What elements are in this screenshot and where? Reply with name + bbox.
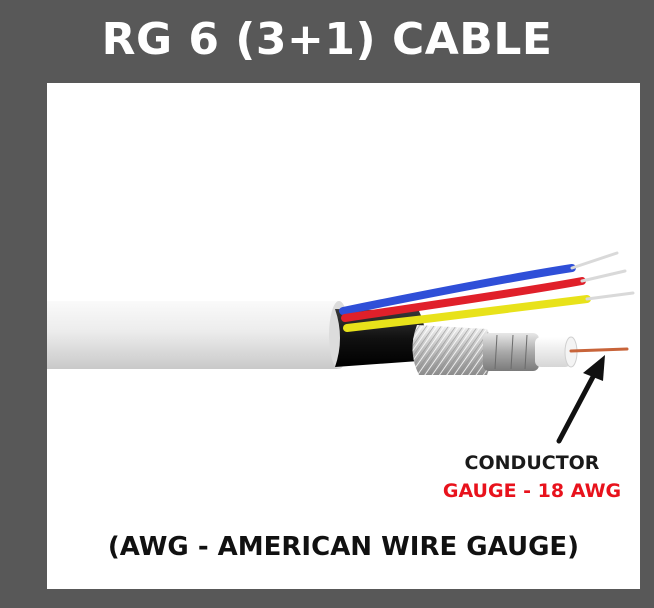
- foil-shield: [483, 333, 539, 371]
- dielectric: [535, 336, 578, 368]
- awg-footnote: (AWG - AMERICAN WIRE GAUGE): [107, 532, 580, 562]
- conductor-label: CONDUCTOR: [464, 452, 600, 474]
- gauge-label: GAUGE - 18 AWG: [442, 480, 622, 502]
- red-wire: [341, 269, 627, 322]
- pointer-arrow: [556, 355, 605, 444]
- diagram-panel: CONDUCTOR GAUGE - 18 AWG (AWG - AMERICAN…: [47, 83, 640, 589]
- blue-wire: [339, 251, 619, 315]
- page-title: RG 6 (3+1) CABLE: [101, 14, 553, 65]
- outer-jacket: [47, 301, 349, 369]
- yellow-wire: [343, 291, 635, 332]
- cable-illustration: [47, 251, 635, 444]
- braided-shield: [412, 325, 492, 375]
- center-conductor: [569, 347, 629, 353]
